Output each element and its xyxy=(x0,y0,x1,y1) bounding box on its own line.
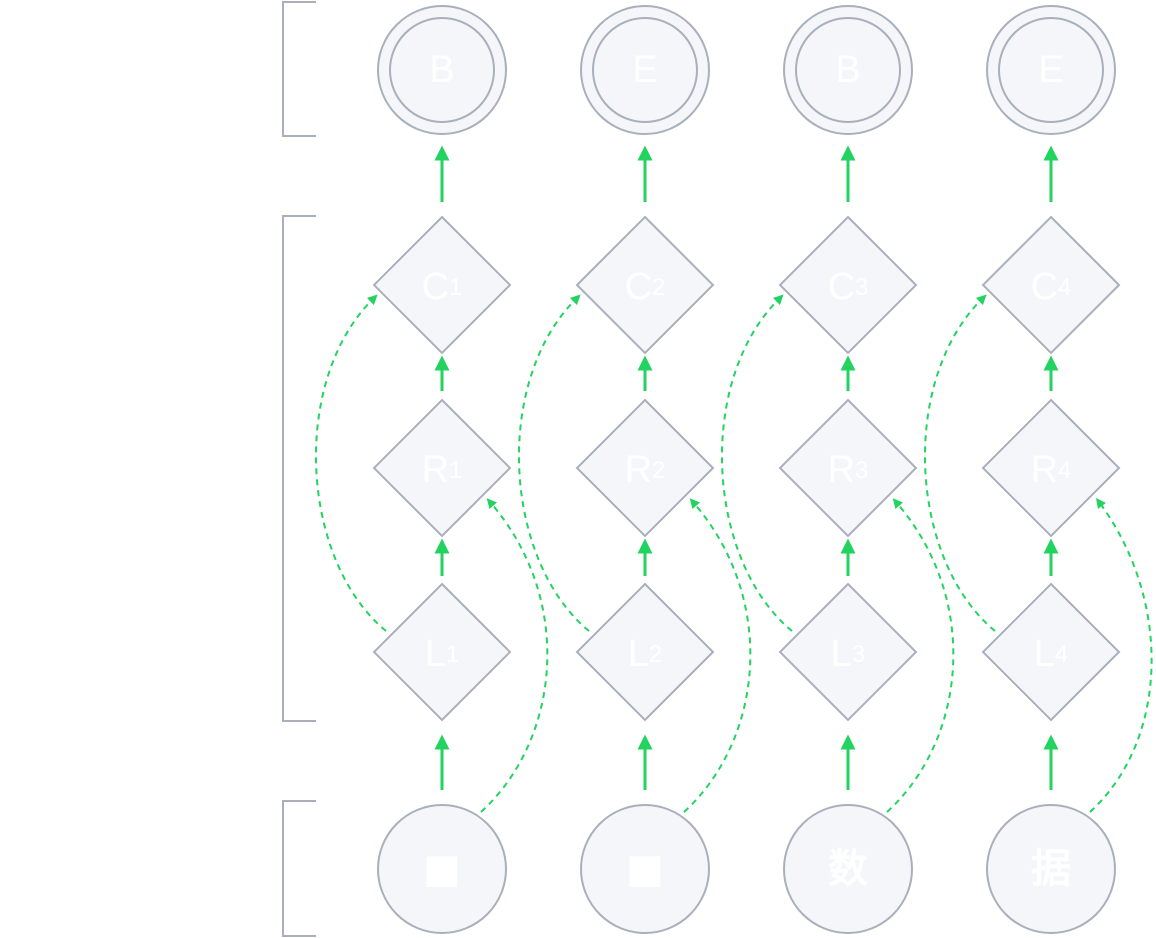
crf-node: C3 xyxy=(778,215,918,355)
svg-text:C4: C4 xyxy=(1031,266,1072,308)
crf-node-subscript: 2 xyxy=(652,274,665,301)
output-node: B xyxy=(377,5,507,135)
rnn-node: R4 xyxy=(981,398,1121,538)
svg-text:R1: R1 xyxy=(422,449,463,491)
lstm-node: L2 xyxy=(575,582,715,722)
rnn-node-subscript: 1 xyxy=(449,457,462,484)
output-node: B xyxy=(783,5,913,135)
svg-text:R3: R3 xyxy=(828,449,869,491)
input-to-rnn-skip-arrow xyxy=(480,498,549,813)
model-group-bracket xyxy=(282,215,316,722)
crf-node: C4 xyxy=(981,215,1121,355)
svg-text:L3: L3 xyxy=(831,633,866,675)
rnn-node: R2 xyxy=(575,398,715,538)
rnn-node-subscript: 2 xyxy=(652,457,665,484)
input-node: 据 xyxy=(986,804,1116,934)
input-node-label: 数 xyxy=(828,846,868,892)
crf-node: C2 xyxy=(575,215,715,355)
lstm-node-subscript: 3 xyxy=(852,641,865,668)
crf-node-subscript: 3 xyxy=(855,274,868,301)
output-node: E xyxy=(580,5,710,135)
lstm-node-label: L xyxy=(1034,633,1055,675)
output-node-label: B xyxy=(835,49,860,91)
svg-text:C1: C1 xyxy=(422,266,463,308)
output-node-label: E xyxy=(1038,49,1063,91)
svg-text:L4: L4 xyxy=(1034,633,1069,675)
lstm-node-subscript: 4 xyxy=(1055,641,1068,668)
rnn-node-label: R xyxy=(828,449,855,491)
rnn-node-subscript: 4 xyxy=(1058,457,1071,484)
crf-node: C1 xyxy=(372,215,512,355)
crf-node-label: C xyxy=(422,266,449,308)
input-node-label: ■ xyxy=(423,846,461,892)
input-node: 数 xyxy=(783,804,913,934)
lstm-node: L3 xyxy=(778,582,918,722)
lstm-to-crf-skip-arrow xyxy=(518,294,590,632)
input-to-rnn-skip-arrow xyxy=(683,498,752,813)
lstm-to-crf-skip-arrow xyxy=(315,294,387,632)
lstm-node-label: L xyxy=(425,633,446,675)
rnn-node-label: R xyxy=(1031,449,1058,491)
output-node: E xyxy=(986,5,1116,135)
svg-text:L1: L1 xyxy=(425,633,460,675)
input-group-bracket xyxy=(282,800,316,937)
lstm-node: L1 xyxy=(372,582,512,722)
svg-text:R4: R4 xyxy=(1031,449,1072,491)
input-to-rnn-skip-arrow xyxy=(886,498,955,813)
input-node-label: ■ xyxy=(626,846,664,892)
rnn-node-label: R xyxy=(625,449,652,491)
input-node: ■ xyxy=(377,804,507,934)
lstm-node-label: L xyxy=(831,633,852,675)
crf-node-subscript: 4 xyxy=(1058,274,1071,301)
output-node-label: E xyxy=(632,49,657,91)
lstm-node-subscript: 1 xyxy=(446,641,459,668)
rnn-node-subscript: 3 xyxy=(855,457,868,484)
svg-text:R2: R2 xyxy=(625,449,666,491)
rnn-node: R1 xyxy=(372,398,512,538)
crf-node-subscript: 1 xyxy=(449,274,462,301)
crf-node-label: C xyxy=(625,266,652,308)
svg-text:C3: C3 xyxy=(828,266,869,308)
crf-node-label: C xyxy=(828,266,855,308)
input-node-label: 据 xyxy=(1031,846,1071,892)
lstm-to-crf-skip-arrow xyxy=(721,294,793,632)
crf-node-label: C xyxy=(1031,266,1058,308)
lstm-to-crf-skip-arrow xyxy=(924,294,996,632)
lstm-node-label: L xyxy=(628,633,649,675)
rnn-node: R3 xyxy=(778,398,918,538)
lstm-node-subscript: 2 xyxy=(649,641,662,668)
output-group-bracket xyxy=(282,1,316,137)
rnn-node-label: R xyxy=(422,449,449,491)
lstm-node: L4 xyxy=(981,582,1121,722)
output-node-label: B xyxy=(429,49,454,91)
input-node: ■ xyxy=(580,804,710,934)
svg-text:L2: L2 xyxy=(628,633,663,675)
svg-text:C2: C2 xyxy=(625,266,666,308)
input-to-rnn-skip-arrow xyxy=(1089,497,1153,813)
